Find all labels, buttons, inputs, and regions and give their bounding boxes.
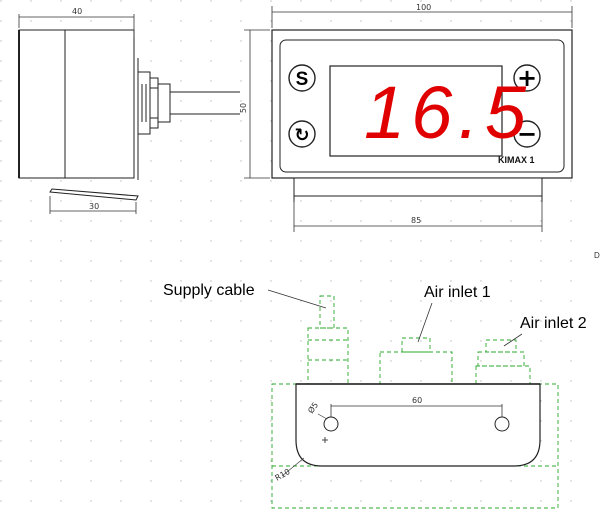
- plus-button[interactable]: [513, 64, 541, 92]
- front-dimension-50: [244, 29, 270, 179]
- mounting-foot: [49, 188, 139, 201]
- s-button[interactable]: [288, 64, 316, 92]
- air-inlet-2-leader: [503, 333, 523, 347]
- front-view: [271, 29, 573, 202]
- side-dimension-40: [18, 14, 135, 38]
- cable-gland: [137, 71, 151, 135]
- base-plate: [295, 383, 541, 467]
- mount-hole-left: [323, 416, 339, 432]
- supply-cable-label: Supply cable: [163, 282, 255, 299]
- dimension-50-label: 50: [239, 103, 248, 113]
- display-window: [329, 65, 503, 157]
- air-inlet-1-label: Air inlet 1: [424, 284, 491, 301]
- front-base: [293, 177, 543, 197]
- dimension-30-label: 30: [89, 202, 99, 211]
- plus-icon: +: [517, 64, 537, 92]
- dimension-60-label: 60: [412, 396, 422, 405]
- supply-cable-leader: [267, 289, 327, 309]
- mount-hole-right: [494, 416, 510, 432]
- cycle-icon: ↻: [294, 125, 309, 146]
- display-reading: 16.5: [364, 71, 532, 154]
- dimension-85-label: 85: [411, 216, 421, 225]
- bottom-view: [271, 295, 559, 509]
- side-body: [18, 29, 135, 179]
- front-dimension-100: [271, 6, 573, 28]
- dimension-40-label: 40: [72, 7, 82, 16]
- side-view: [18, 29, 240, 201]
- air-inlet-1-leader: [417, 302, 433, 343]
- side-dimension-30: [49, 196, 137, 214]
- minus-icon: −: [517, 120, 537, 148]
- front-dimension-85: [293, 200, 543, 232]
- minus-button[interactable]: [513, 120, 541, 148]
- s-button-label: S: [296, 69, 309, 90]
- hole-dimension-60: [330, 404, 503, 417]
- air-inlet-2-label: Air inlet 2: [520, 315, 587, 332]
- dimension-100-label: 100: [416, 3, 431, 12]
- brand-label: KIMAX 1: [498, 155, 535, 165]
- edge-letter: D: [594, 251, 600, 260]
- cycle-button[interactable]: [288, 120, 316, 148]
